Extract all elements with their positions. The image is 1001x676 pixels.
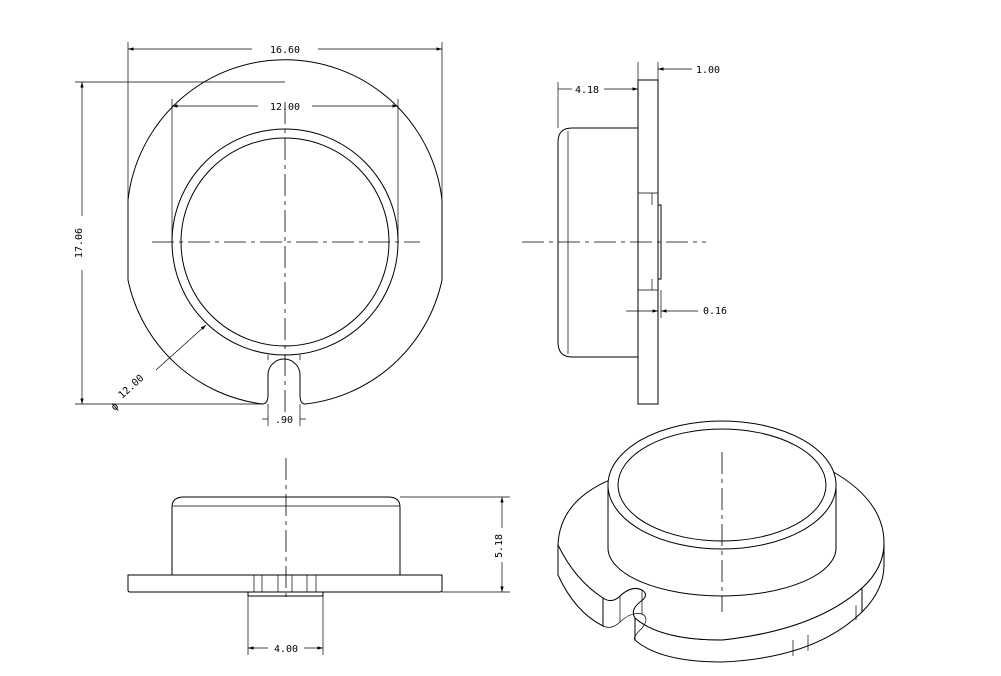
dim-front-height-label: 5.18 — [494, 534, 505, 558]
dim-inner-width: 12.00 — [171, 99, 399, 242]
dim-bottom-width-label: 4.00 — [274, 644, 298, 655]
dim-side-depth-label: 4.18 — [575, 85, 599, 96]
dim-bottom-width: 4.00 — [247, 596, 324, 655]
dim-height: 17.06 — [74, 81, 285, 405]
top-view: 16.60 12.00 17.06 ϕ 12.00 — [74, 42, 443, 426]
dim-step: 0.16 — [626, 290, 727, 318]
dim-top-width-label: 16.60 — [270, 45, 300, 56]
top-view-slot-neck — [267, 355, 301, 360]
dim-diameter: ϕ 12.00 — [109, 324, 207, 413]
dim-slot-width-label: .90 — [275, 415, 293, 426]
side-view-body — [557, 127, 638, 358]
dim-inner-width-label: 12.00 — [270, 102, 300, 113]
dim-flange-thickness: 1.00 — [637, 62, 720, 80]
front-view-foot — [247, 591, 324, 597]
dim-height-label: 17.06 — [74, 228, 85, 258]
dim-front-height: 5.18 — [400, 496, 510, 593]
diameter-symbol: ϕ — [109, 401, 121, 413]
dim-flange-thickness-label: 1.00 — [696, 65, 720, 76]
front-view-flange — [127, 574, 443, 593]
side-view: 4.18 1.00 0.16 — [522, 62, 727, 405]
isometric-view — [557, 420, 885, 663]
dim-side-depth: 4.18 — [557, 82, 638, 128]
dim-diameter-label: 12.00 — [117, 373, 147, 401]
dim-step-label: 0.16 — [703, 306, 727, 317]
iso-cap-top — [607, 420, 837, 550]
dim-slot-width: .90 — [262, 404, 306, 426]
dim-top-width: 16.60 — [127, 42, 443, 200]
top-view-cap-inner — [180, 137, 390, 347]
front-view: 5.18 4.00 — [127, 458, 510, 655]
